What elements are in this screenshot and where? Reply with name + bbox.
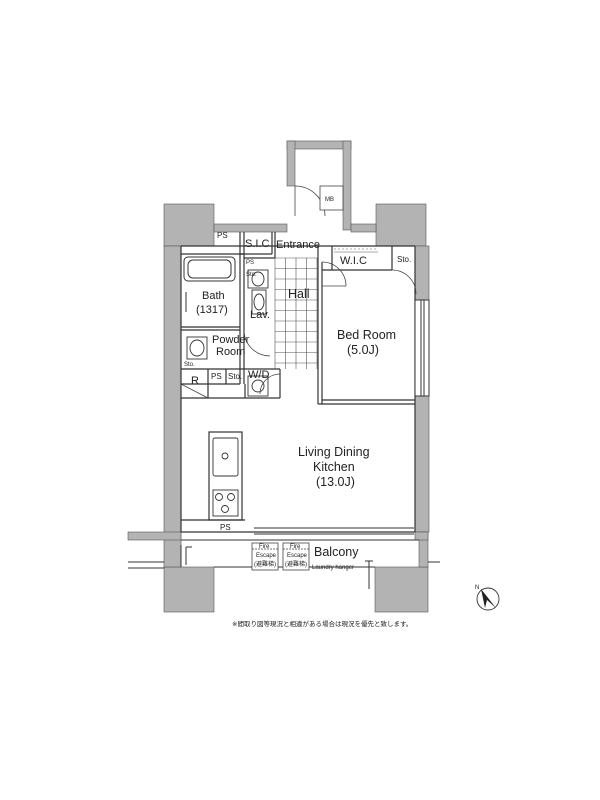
fixtures: [186, 269, 269, 517]
hall-tiles: [274, 257, 318, 369]
wic-label: W.I.C: [340, 255, 367, 267]
column-top-left: [163, 203, 215, 247]
ps-bath-label: PS: [246, 260, 254, 266]
mb-box: [319, 185, 344, 211]
wall-left: [163, 245, 182, 568]
fire2-b: Escape: [287, 553, 308, 559]
sic-label: S.I.C: [245, 238, 270, 250]
bathtub: [183, 256, 236, 312]
sto-bath-label: Sto.: [246, 272, 257, 278]
fire2-c: (避難梯): [285, 560, 307, 568]
doors: [180, 185, 417, 399]
fire1-a: Fire: [259, 544, 270, 550]
fire-escape-boxes: [251, 542, 310, 571]
mb-label: MB: [325, 197, 334, 203]
disclaimer-note: ※間取り図等現況と相違がある場合は現況を優先と致します。: [232, 620, 413, 628]
sto-mid-label: Sto.: [228, 372, 242, 381]
entrance-label: Entrance: [276, 239, 320, 251]
fire2-a: Fire: [290, 544, 301, 550]
lav-label: Lav.: [250, 309, 270, 321]
wic-shelf: [334, 248, 378, 253]
room-labels: PS S.I.C Entrance MB W.I.C Sto. PS Sto. …: [184, 197, 411, 571]
ldk-label-2: Kitchen: [313, 460, 355, 474]
bath-label: Bath: [202, 290, 225, 302]
column-top-right: [375, 203, 427, 247]
wall-entrance-left: [286, 140, 296, 187]
wall-entrance-top: [286, 140, 352, 150]
bedroom-label: Bed Room: [337, 328, 396, 342]
wall-right-lower: [414, 393, 430, 533]
ldk-label-3: (13.0J): [316, 475, 355, 489]
ldk-label-1: Living Dining: [298, 445, 370, 459]
wall-entrance-right: [342, 140, 352, 231]
bedroom-window: [414, 299, 430, 397]
wall-bottom-left: [127, 531, 182, 541]
hall-label: Hall: [288, 287, 310, 301]
wall-top-a: [213, 223, 288, 233]
wic-sto-label: Sto.: [397, 255, 411, 264]
fire1-b: Escape: [256, 553, 277, 559]
structural-walls: [127, 140, 430, 613]
laundry-label: Laundry hanger: [312, 565, 354, 571]
fire1-c: (避難梯): [254, 560, 276, 568]
column-bottom-left: [163, 566, 215, 613]
powder-room-label: Room: [216, 346, 245, 358]
wall-bottom-ext: [414, 531, 429, 541]
north-compass-icon: N: [475, 585, 500, 611]
powder-label: Powder: [212, 334, 250, 346]
balcony-label: Balcony: [314, 545, 359, 559]
bath-size-label: (1317): [196, 304, 228, 316]
north-label: N: [475, 585, 479, 591]
ps-bottom-label: PS: [220, 523, 231, 532]
wall-top-b: [350, 223, 377, 233]
ps-label: PS: [217, 231, 228, 240]
ps-mid-label: PS: [211, 372, 222, 381]
column-bottom-right: [374, 566, 429, 613]
bedroom-size-label: (5.0J): [347, 343, 379, 357]
wd-label: W/D: [248, 369, 269, 381]
sliding-door: [254, 527, 414, 535]
powder-sto-label: Sto.: [184, 362, 195, 368]
r-label: R: [191, 375, 199, 387]
